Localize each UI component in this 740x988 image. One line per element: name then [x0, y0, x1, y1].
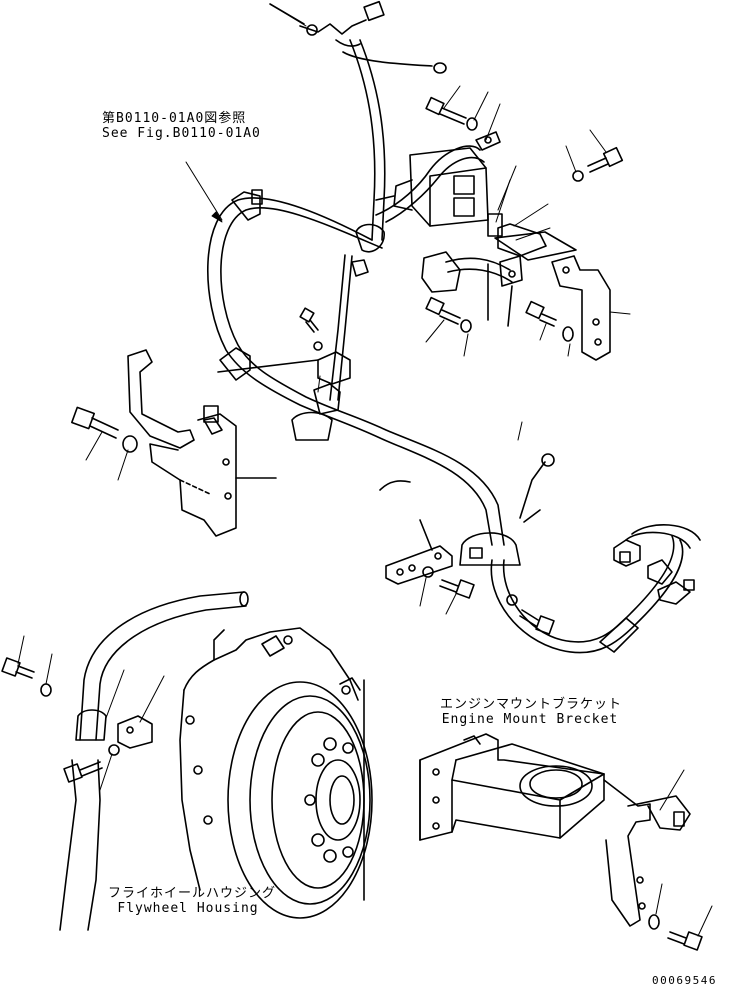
bolt-small-center	[299, 307, 319, 333]
washer-small-center	[313, 341, 323, 351]
relay-connector-block	[375, 147, 611, 361]
washer-flywheel-low	[108, 744, 120, 756]
bolt-upper-a	[425, 96, 467, 125]
bolt-mid-a	[425, 296, 461, 325]
flywheel-label-en: Flywheel Housing	[117, 901, 259, 916]
bolt-left	[71, 406, 119, 439]
bolt-lower-right	[519, 609, 555, 635]
bolt-engine-mount	[667, 931, 703, 951]
reference-label-jp: 第B0110-01A0図参照	[102, 111, 247, 126]
leader-lines	[17, 3, 713, 937]
connector-cluster-right	[613, 524, 701, 605]
bolt-lower-middle	[439, 579, 475, 599]
bent-bracket-left	[127, 349, 319, 537]
flywheel-label: フライホイールハウジング Flywheel Housing	[108, 886, 277, 916]
flywheel-housing	[179, 627, 373, 919]
bolts-and-washers	[1, 96, 703, 951]
washer-engine-mount	[648, 914, 660, 930]
washer-upper-a	[466, 117, 478, 131]
flywheel-cable	[59, 591, 249, 931]
washer-mid-a	[460, 319, 472, 333]
washer-lower-right	[506, 594, 518, 606]
washer-mid-b	[562, 326, 574, 342]
engine-mount-label-en: Engine Mount Brecket	[441, 712, 619, 727]
bracket-tab-upper	[475, 131, 501, 151]
bolt-flywheel-top	[1, 657, 35, 679]
bolt-mid-b	[525, 300, 557, 327]
harness-clamps	[219, 189, 639, 653]
flywheel-label-jp: フライホイールハウジング	[108, 886, 277, 901]
reference-label: 第B0110-01A0図参照 See Fig.B0110-01A0	[102, 111, 261, 141]
engine-mount-label: エンジンマウントブラケット Engine Mount Brecket	[440, 697, 623, 727]
washer-left	[122, 435, 138, 453]
washer-upper-right	[572, 170, 584, 182]
battery-terminal-top	[269, 0, 385, 47]
washer-flywheel-top	[40, 683, 52, 697]
wiring-harness-main	[207, 39, 684, 654]
bolt-flywheel-low	[63, 761, 103, 783]
washer-lower-middle	[422, 566, 434, 578]
bolt-upper-right	[587, 146, 624, 173]
illustration-number: 00069546	[652, 974, 717, 987]
engine-mount-bracket	[419, 733, 691, 927]
plate-bracket	[385, 519, 453, 585]
reference-label-en: See Fig.B0110-01A0	[102, 126, 261, 141]
engine-mount-label-jp: エンジンマウントブラケット	[440, 697, 623, 712]
